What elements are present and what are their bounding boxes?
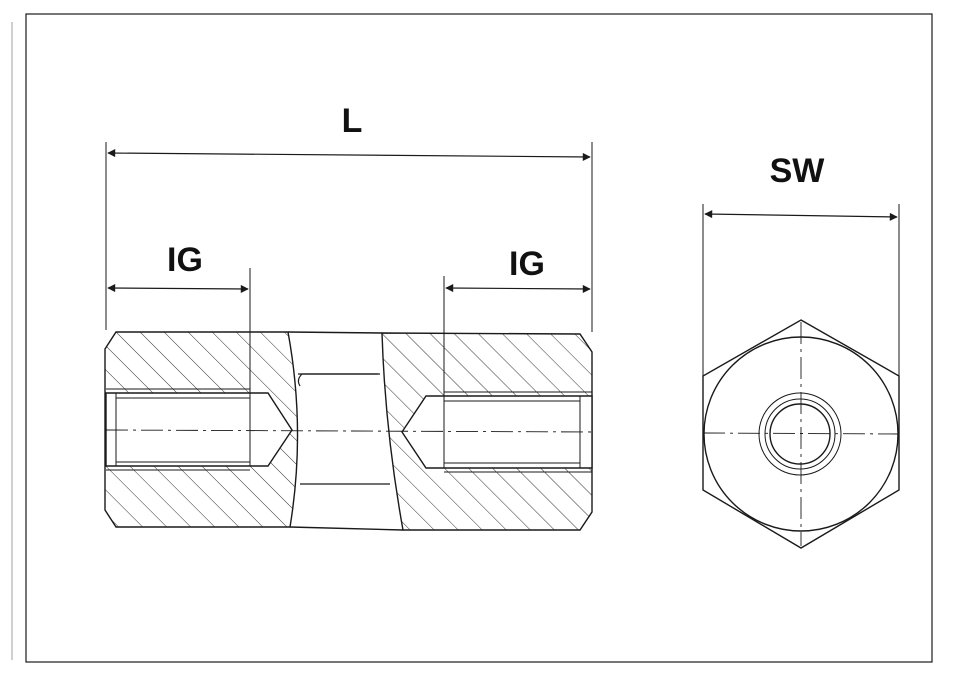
dimension-label-length: L [342,102,363,140]
dimension-label-sw: SW [770,152,826,190]
dimension-thread-left: IG [107,241,251,466]
thread-outer-circle [758,392,842,476]
dimension-label-thread-right: IG [509,245,545,283]
dimension-thread-right: IG [443,245,591,468]
center-bore-top [297,373,378,387]
dimension-length: L [105,102,593,332]
dimension-line-thread-right [445,284,591,293]
dimension-line-thread-left [107,284,249,293]
side-section-view [104,331,593,531]
dimension-width-across-flats: SW [702,152,900,376]
bore-circle [769,403,831,465]
center-axis-line [105,429,593,433]
center-bore-outline [287,331,404,531]
dimension-line-length [107,149,591,161]
end-view [702,319,900,549]
thread-hole-left [105,392,293,467]
drawing-frame [25,13,933,663]
dimension-label-thread-left: IG [167,241,203,279]
dimension-line-sw [704,210,898,221]
